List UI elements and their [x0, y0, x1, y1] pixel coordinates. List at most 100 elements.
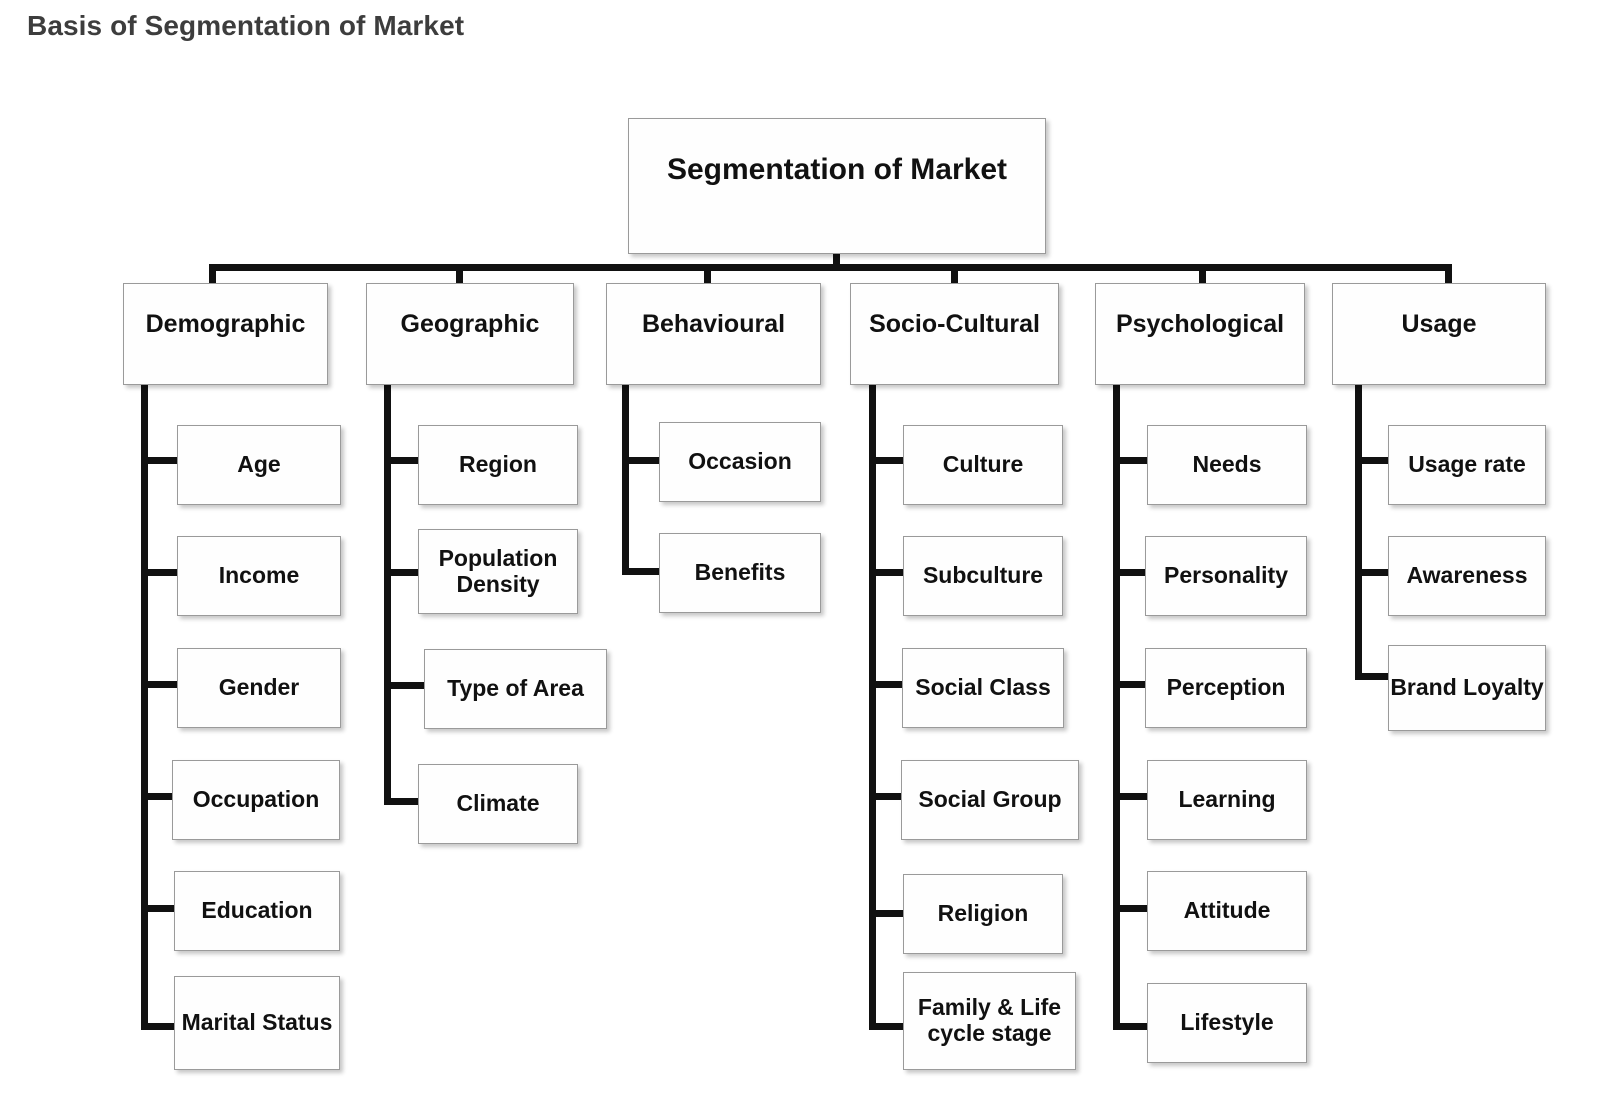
connector-demographic-gender — [141, 681, 181, 688]
connector-behavioural-occasion — [622, 457, 662, 464]
node-leaf-learning[interactable]: Learning — [1147, 760, 1307, 840]
node-leaf-religion-label: Religion — [937, 900, 1029, 927]
node-leaf-personality-label: Personality — [1164, 562, 1288, 589]
node-leaf-income-label: Income — [218, 562, 300, 589]
node-leaf-gender[interactable]: Gender — [177, 648, 341, 728]
connector-stem-psychological — [1113, 385, 1120, 1030]
node-leaf-occupation[interactable]: Occupation — [172, 760, 340, 840]
connector-usage-brand-loyalty — [1355, 673, 1395, 680]
connector-root-drop — [833, 250, 840, 268]
node-leaf-type-of-area-label: Type of Area — [447, 675, 584, 702]
connector-drop-geographic — [456, 264, 463, 286]
node-leaf-occupation-label: Occupation — [192, 786, 320, 813]
connector-level2-bus — [209, 264, 1452, 271]
connector-drop-socio-cultural — [951, 264, 958, 286]
node-branch-usage-label: Usage — [1401, 310, 1477, 338]
node-leaf-benefits-label: Benefits — [694, 559, 786, 586]
node-branch-demographic[interactable]: Demographic — [123, 283, 328, 385]
node-leaf-religion[interactable]: Religion — [903, 874, 1063, 954]
connector-geographic-region — [384, 457, 424, 464]
node-leaf-awareness-label: Awareness — [1406, 562, 1528, 589]
node-leaf-social-group[interactable]: Social Group — [901, 760, 1079, 840]
node-leaf-region[interactable]: Region — [418, 425, 578, 505]
connector-drop-psychological — [1199, 264, 1206, 286]
connector-psych-needs — [1113, 457, 1153, 464]
node-leaf-social-group-label: Social Group — [918, 786, 1062, 813]
node-leaf-type-of-area[interactable]: Type of Area — [424, 649, 607, 729]
node-leaf-social-class-label: Social Class — [915, 674, 1051, 701]
node-branch-geographic[interactable]: Geographic — [366, 283, 574, 385]
connector-stem-demographic — [141, 385, 148, 1030]
node-leaf-climate[interactable]: Climate — [418, 764, 578, 844]
connector-psych-attitude — [1113, 905, 1153, 912]
node-branch-socio-cultural-label: Socio-Cultural — [869, 310, 1040, 338]
node-leaf-family-life-cycle-stage-label: Family & Life cycle stage — [917, 994, 1062, 1046]
node-leaf-region-label: Region — [459, 451, 537, 478]
node-leaf-benefits[interactable]: Benefits — [659, 533, 821, 613]
node-leaf-attitude-label: Attitude — [1183, 897, 1271, 924]
connector-demographic-income — [141, 569, 181, 576]
node-leaf-perception-label: Perception — [1166, 674, 1286, 701]
connector-drop-behavioural — [704, 264, 711, 286]
node-branch-behavioural-label: Behavioural — [641, 310, 786, 338]
node-leaf-awareness[interactable]: Awareness — [1388, 536, 1546, 616]
connector-socio-culture — [869, 457, 909, 464]
connector-demographic-age — [141, 457, 181, 464]
connector-psych-lifestyle — [1113, 1023, 1153, 1030]
page-title: Basis of Segmentation of Market — [27, 10, 465, 41]
connector-geographic-climate — [384, 798, 424, 805]
node-branch-behavioural[interactable]: Behavioural — [606, 283, 821, 385]
connector-socio-social-class — [869, 681, 909, 688]
node-leaf-personality[interactable]: Personality — [1145, 536, 1307, 616]
node-leaf-marital-status[interactable]: Marital Status — [174, 976, 340, 1070]
connector-stem-usage — [1355, 385, 1362, 680]
node-branch-psychological[interactable]: Psychological — [1095, 283, 1305, 385]
connector-usage-awareness — [1355, 569, 1395, 576]
connector-demographic-marital-status — [141, 1023, 181, 1030]
node-leaf-perception[interactable]: Perception — [1145, 648, 1307, 728]
connector-drop-usage — [1445, 264, 1452, 286]
node-leaf-income[interactable]: Income — [177, 536, 341, 616]
node-leaf-population-density[interactable]: Population Density — [418, 529, 578, 614]
node-leaf-lifestyle-label: Lifestyle — [1180, 1009, 1274, 1036]
node-leaf-usage-rate[interactable]: Usage rate — [1388, 425, 1546, 505]
node-root-label: Segmentation of Market — [666, 153, 1008, 186]
connector-demographic-occupation — [141, 793, 181, 800]
node-leaf-family-life-cycle-stage[interactable]: Family & Life cycle stage — [903, 972, 1076, 1070]
connector-socio-subculture — [869, 569, 909, 576]
node-leaf-occasion-label: Occasion — [688, 448, 792, 475]
node-leaf-culture[interactable]: Culture — [903, 425, 1063, 505]
node-branch-geographic-label: Geographic — [400, 310, 540, 338]
node-branch-psychological-label: Psychological — [1115, 310, 1285, 338]
node-leaf-learning-label: Learning — [1178, 786, 1276, 813]
node-leaf-brand-loyalty-label: Brand Loyalty — [1390, 674, 1544, 701]
connector-usage-usage-rate — [1355, 457, 1395, 464]
node-leaf-gender-label: Gender — [218, 674, 300, 701]
connector-demographic-education — [141, 905, 181, 912]
connector-drop-demographic — [209, 264, 216, 286]
node-leaf-attitude[interactable]: Attitude — [1147, 871, 1307, 951]
connector-socio-social-group — [869, 793, 909, 800]
node-leaf-marital-status-label: Marital Status — [181, 1009, 333, 1036]
node-leaf-social-class[interactable]: Social Class — [902, 648, 1064, 728]
connector-stem-socio-cultural — [869, 385, 876, 1030]
node-leaf-needs[interactable]: Needs — [1147, 425, 1307, 505]
node-leaf-climate-label: Climate — [456, 790, 540, 817]
node-leaf-occasion[interactable]: Occasion — [659, 422, 821, 502]
connector-stem-behavioural — [622, 385, 629, 575]
connector-stem-geographic — [384, 385, 391, 805]
connector-socio-religion — [869, 910, 909, 917]
node-leaf-lifestyle[interactable]: Lifestyle — [1147, 983, 1307, 1063]
node-leaf-population-density-label: Population Density — [438, 544, 558, 597]
connector-psych-learning — [1113, 793, 1153, 800]
node-leaf-brand-loyalty[interactable]: Brand Loyalty — [1388, 645, 1546, 731]
node-branch-usage[interactable]: Usage — [1332, 283, 1546, 385]
node-leaf-education[interactable]: Education — [174, 871, 340, 951]
connector-behavioural-benefits — [622, 568, 662, 575]
node-branch-socio-cultural[interactable]: Socio-Cultural — [850, 283, 1059, 385]
node-leaf-age[interactable]: Age — [177, 425, 341, 505]
node-branch-demographic-label: Demographic — [145, 310, 306, 338]
node-root-segmentation-of-market[interactable]: Segmentation of Market — [628, 118, 1046, 254]
node-leaf-subculture[interactable]: Subculture — [903, 536, 1063, 616]
